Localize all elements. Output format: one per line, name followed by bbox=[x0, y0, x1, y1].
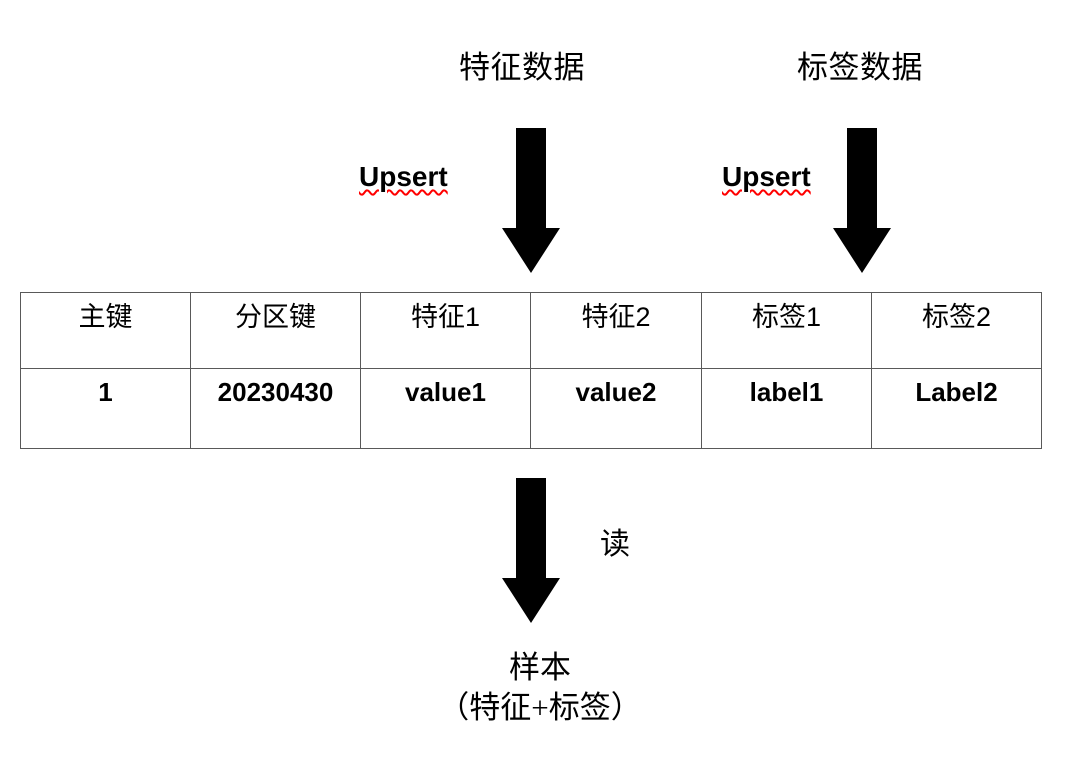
table-cell-0-5: Label2 bbox=[871, 368, 1042, 449]
table-header-cell-4: 标签1 bbox=[701, 292, 872, 369]
table-cell-0-2: value1 bbox=[360, 368, 531, 449]
upsert-arrow-features-icon bbox=[502, 128, 560, 273]
source-label-tag-data: 标签数据 bbox=[797, 50, 923, 85]
table-cell-0-3: value2 bbox=[530, 368, 702, 449]
operation-label-upsert-feature: Upsert bbox=[359, 161, 448, 192]
table-cell-0-1: 20230430 bbox=[190, 368, 361, 449]
down-arrow-glyph bbox=[502, 478, 560, 623]
upsert-arrow-labels-icon bbox=[833, 128, 891, 273]
output-sample-caption: 样本 （特征+标签） bbox=[0, 648, 1080, 727]
read-arrow-icon bbox=[502, 478, 560, 623]
down-arrow-glyph bbox=[502, 128, 560, 273]
table-cell-0-4: label1 bbox=[701, 368, 872, 449]
table-header-cell-1: 分区键 bbox=[190, 292, 361, 369]
output-sample-title: 样本 bbox=[509, 650, 571, 685]
table-header-cell-0: 主键 bbox=[20, 292, 191, 369]
source-label-feature-data: 特征数据 bbox=[459, 50, 585, 85]
table-cell-0-0: 1 bbox=[20, 368, 191, 449]
output-sample-subtitle: （特征+标签） bbox=[438, 689, 642, 725]
table-header-cell-3: 特征2 bbox=[530, 292, 702, 369]
table-header-cell-5: 标签2 bbox=[871, 292, 1042, 369]
operation-label-read: 读 bbox=[600, 528, 630, 561]
down-arrow-glyph bbox=[833, 128, 891, 273]
operation-label-upsert-label: Upsert bbox=[722, 161, 811, 192]
table-header-cell-2: 特征1 bbox=[360, 292, 531, 369]
